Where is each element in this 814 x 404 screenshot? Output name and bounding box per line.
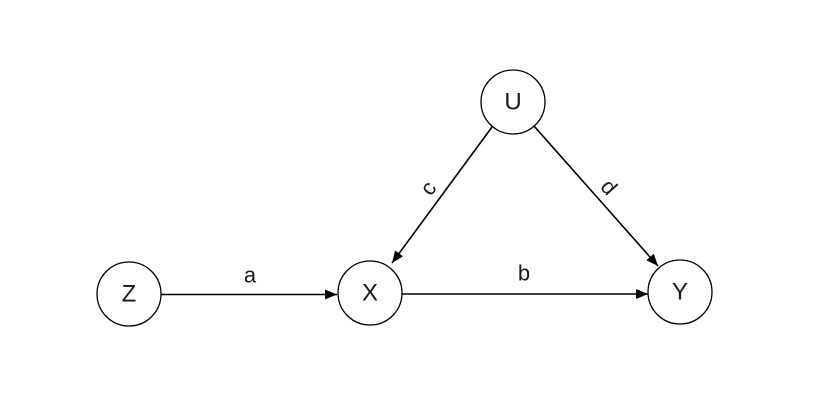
- node-x-label: X: [362, 280, 378, 307]
- edge-label-a: a: [244, 263, 257, 288]
- edges: [161, 125, 659, 300]
- node-y: Y: [647, 259, 713, 325]
- node-x-circle: [337, 260, 403, 326]
- node-y-circle: [647, 259, 713, 325]
- edge-labels: a b c d: [244, 174, 623, 287]
- node-u-label: U: [504, 89, 521, 116]
- edge-label-b: b: [518, 261, 530, 286]
- node-u-circle: [480, 69, 546, 135]
- edge-u-y: [533, 125, 659, 267]
- node-y-label: Y: [672, 279, 688, 306]
- node-z-label: Z: [122, 281, 137, 308]
- node-x: X: [337, 260, 403, 326]
- node-z-circle: [96, 261, 162, 327]
- edge-label-d: d: [596, 174, 623, 200]
- node-u: U: [480, 69, 546, 135]
- edge-label-c: c: [415, 176, 442, 200]
- edge-u-x: [391, 126, 493, 264]
- node-z: Z: [96, 261, 162, 327]
